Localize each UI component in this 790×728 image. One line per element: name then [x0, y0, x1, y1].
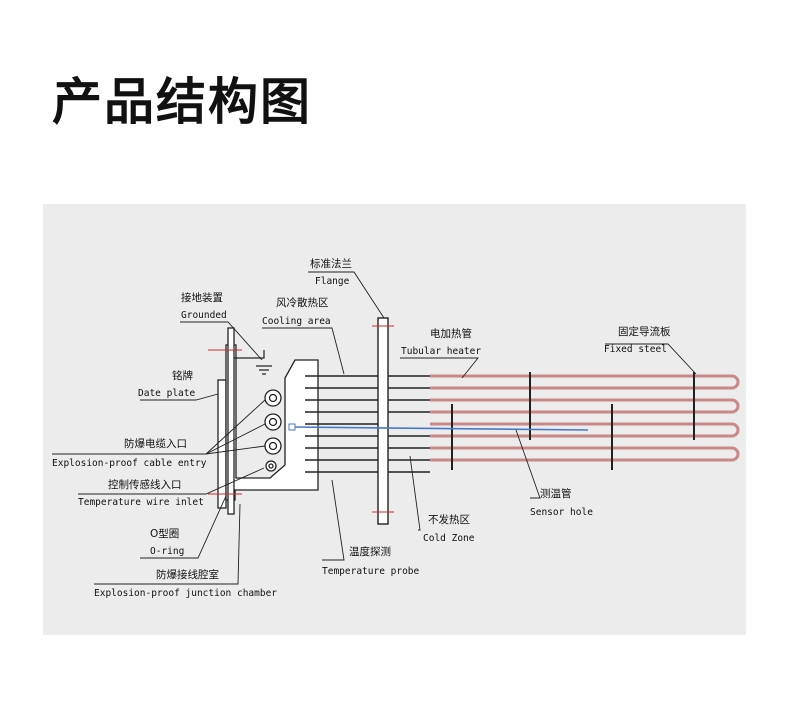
label-junction-en: Explosion-proof junction chamber: [94, 588, 277, 599]
label-dateplate-en: Date plate: [138, 388, 195, 399]
cold-zone-rods: [388, 375, 430, 473]
label-dateplate-cn: 铭牌: [172, 369, 193, 382]
label-grounded-cn: 接地装置: [181, 291, 223, 304]
label-flange-en: Flange: [315, 276, 350, 287]
label-probe-cn: 温度探测: [349, 545, 391, 558]
label-probe-en: Temperature probe: [322, 566, 420, 577]
cable-entries: [264, 389, 282, 472]
sensor-tube: [288, 423, 589, 431]
label-sensor-cn: 测温管: [540, 487, 572, 500]
label-tempwire-en: Temperature wire inlet: [78, 497, 204, 508]
label-oring-en: O-ring: [150, 546, 184, 557]
label-cableentry-cn: 防爆电缆入口: [124, 437, 187, 450]
label-cooling-en: Cooling area: [262, 316, 331, 327]
leader-lines: [52, 271, 697, 585]
label-cooling-cn: 风冷散热区: [276, 296, 329, 309]
label-tubular-cn: 电加热管: [430, 327, 472, 340]
flange: [208, 317, 394, 525]
ground-icon: [234, 350, 272, 375]
label-tempwire-cn: 控制传感线入口: [108, 478, 182, 491]
junction-chamber: [217, 327, 319, 515]
label-cold-en: Cold Zone: [423, 533, 475, 544]
tubular-heaters: [430, 374, 740, 462]
page-title: 产品结构图: [52, 73, 312, 131]
label-fixed-cn: 固定导流板: [618, 325, 671, 338]
label-cold-cn: 不发热区: [428, 513, 470, 526]
label-grounded-en: Grounded: [181, 310, 227, 321]
cooling-rods: [305, 375, 378, 473]
label-cableentry-en: Explosion-proof cable entry: [52, 458, 207, 469]
label-tubular-en: Tubular heater: [401, 346, 481, 357]
label-fixed-en: Fixed steel: [604, 344, 667, 355]
label-sensor-en: Sensor hole: [530, 507, 593, 518]
label-junction-cn: 防爆接线腔室: [156, 568, 219, 581]
label-oring-cn: O型圈: [150, 527, 179, 540]
label-flange-cn: 标准法兰: [310, 257, 352, 270]
diagram-panel: [43, 204, 746, 635]
